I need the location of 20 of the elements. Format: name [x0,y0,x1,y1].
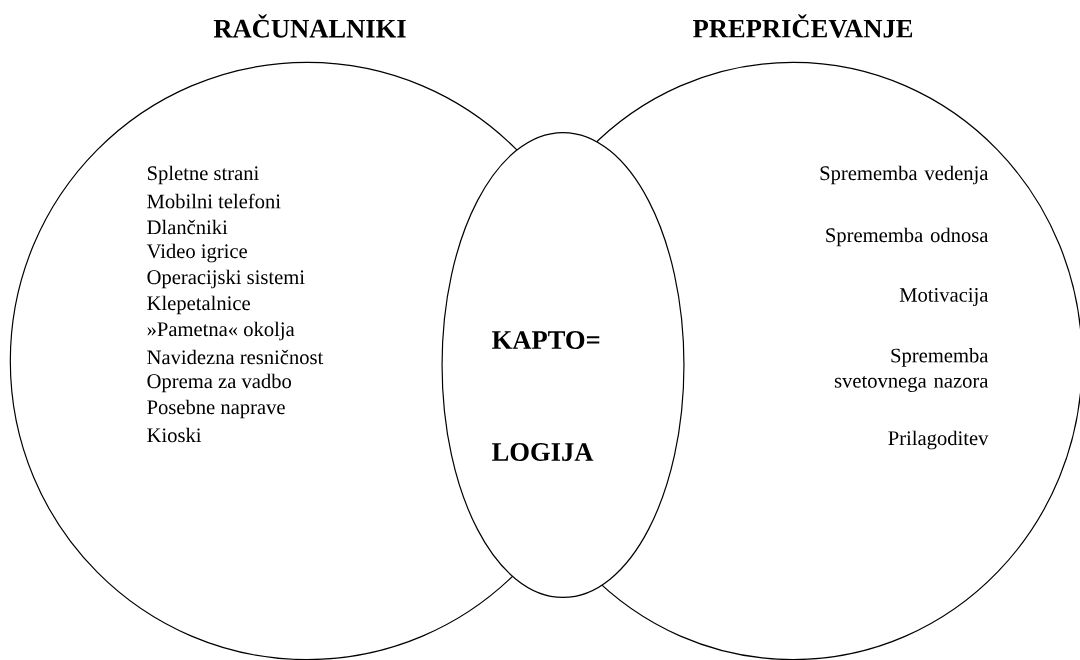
list-item: Oprema za vadbo [147,373,291,393]
list-item: Kioski [147,427,202,443]
list-item: Navidezna resničnost [147,349,324,365]
list-item: Sprememba vedenja [820,165,989,185]
center-label: KAPTO= [492,331,600,349]
list-item: Prilagoditev [888,430,989,450]
list-item: Mobilni telefoni [147,193,281,209]
list-item: Sprememba odnosa [826,227,989,247]
heading: RAČUNALNIKI [213,14,406,38]
list-item: »Pametna« okolja [147,321,295,341]
list-item: Klepetalnice [147,295,250,315]
list-item: Sprememba svetovnega nazora [834,348,989,392]
list-item: Spletne strani [147,165,259,185]
list-item: Motivacija [899,288,989,306]
center-label: LOGIJA [492,443,594,461]
list-item: Posebne naprave [147,399,285,419]
heading: PREPRIČEVANJE [693,14,913,38]
list-item: Video igrice [146,243,247,263]
list-item: Dlančniki [147,219,228,235]
list-item: Operacijski sistemi [147,269,305,289]
